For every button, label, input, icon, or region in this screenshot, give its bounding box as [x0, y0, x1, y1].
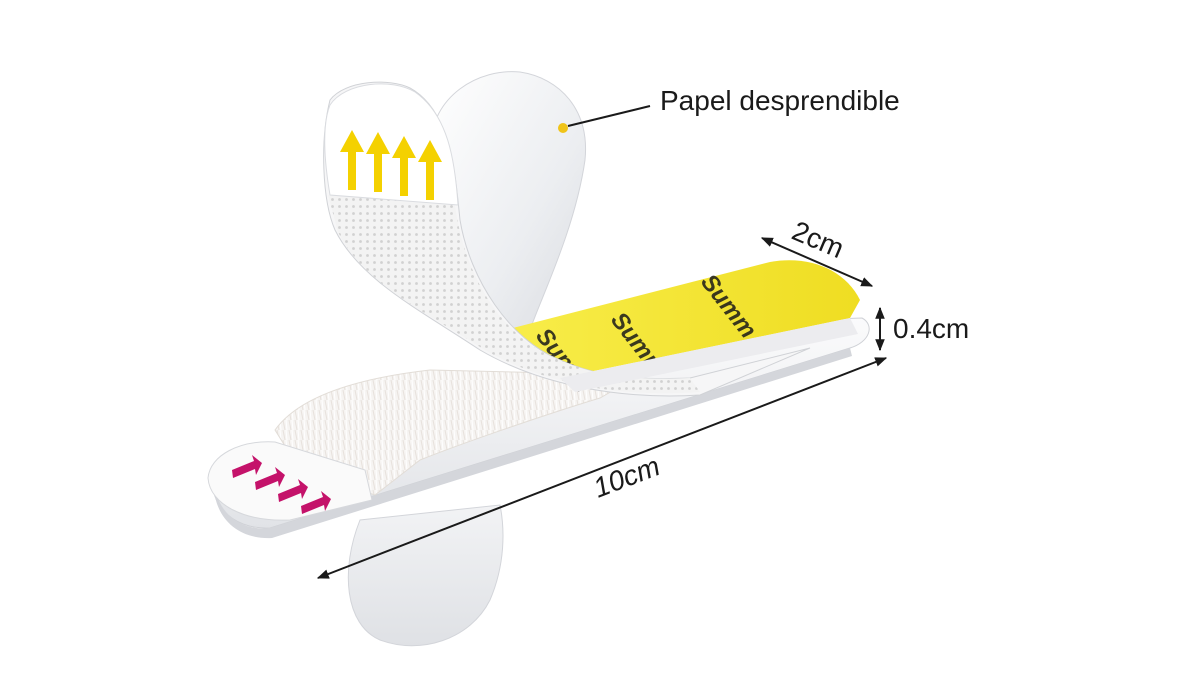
width-label: 2cm: [788, 215, 849, 264]
callout-label: Papel desprendible: [660, 85, 900, 116]
arrow-up-icon: [418, 140, 442, 200]
callout-dot: [558, 123, 568, 133]
arrow-down-icon: [278, 479, 308, 502]
release-paper-bottom: [347, 504, 504, 647]
thickness-label: 0.4cm: [893, 313, 969, 344]
hook-texture: [328, 195, 700, 394]
arrow-up-icon: [392, 136, 416, 196]
arrow-down-icon: [255, 467, 285, 490]
adhesive-face: [505, 260, 860, 378]
arrow-up-icon: [366, 132, 390, 192]
callout-leader: [567, 105, 651, 127]
pull-tab-top: [324, 83, 459, 206]
arrow-up-icon: [340, 130, 364, 190]
arrow-down-icon: [232, 455, 262, 478]
up-arrows: [340, 130, 442, 200]
length-dimension-line: [316, 357, 888, 579]
width-dimension-line: [760, 237, 874, 287]
